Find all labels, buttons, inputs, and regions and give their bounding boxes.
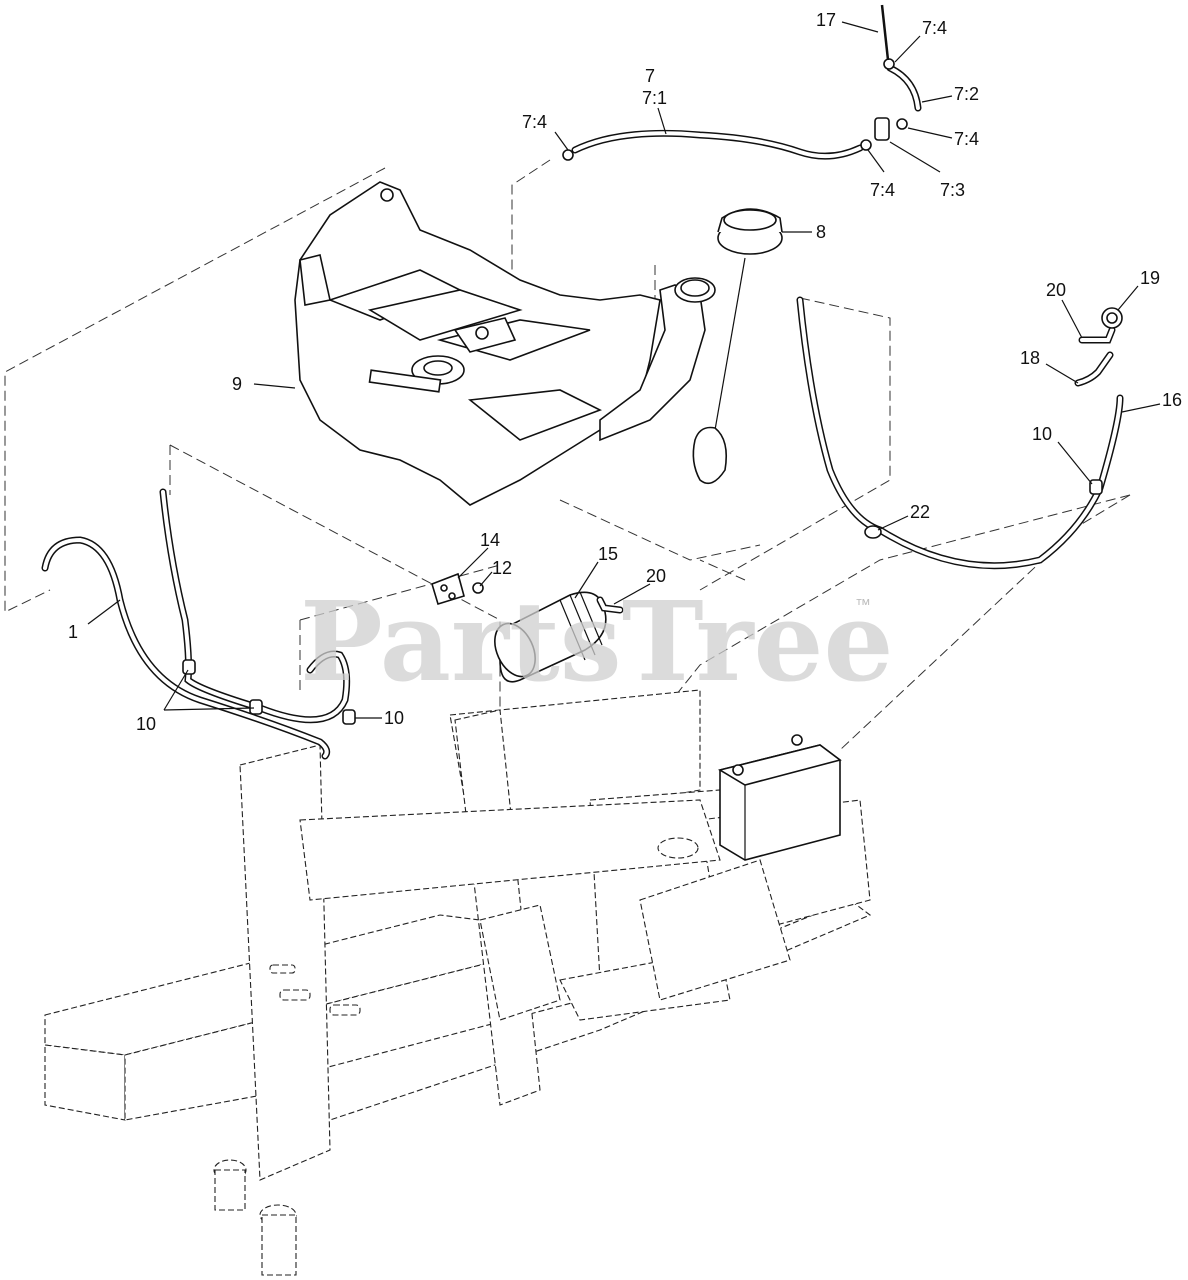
fuel-cap bbox=[692, 208, 783, 485]
callout-7-4-right: 7:4 bbox=[954, 129, 979, 149]
watermark: PartsTree ™ bbox=[300, 577, 894, 706]
watermark-trademark: ™ bbox=[855, 597, 871, 614]
callout-16: 16 bbox=[1162, 390, 1182, 410]
mower-frame bbox=[44, 689, 872, 1276]
watermark-text: PartsTree bbox=[300, 577, 894, 706]
battery-box bbox=[717, 734, 842, 861]
callout-17: 17 bbox=[816, 10, 836, 30]
callout-7-4-left: 7:4 bbox=[522, 112, 547, 132]
callout-8: 8 bbox=[816, 222, 826, 242]
callout-labels: 17 7:4 7:2 7 7:1 7:4 7:4 7:4 7:3 8 9 20 … bbox=[68, 10, 1182, 734]
callout-19: 19 bbox=[1140, 268, 1160, 288]
callout-7-2: 7:2 bbox=[954, 84, 979, 104]
callout-10-mid: 10 bbox=[384, 708, 404, 728]
left-fuel-hose bbox=[41, 488, 356, 760]
callout-1: 1 bbox=[68, 622, 78, 642]
vent-hose-assembly bbox=[562, 4, 922, 161]
callout-10-right: 10 bbox=[1032, 424, 1052, 444]
callout-20-top: 20 bbox=[1046, 280, 1066, 300]
assembly-guide-lines bbox=[4, 159, 1131, 751]
callout-20-mid: 20 bbox=[646, 566, 666, 586]
callout-15: 15 bbox=[598, 544, 618, 564]
callout-10-left: 10 bbox=[136, 714, 156, 734]
callout-9: 9 bbox=[232, 374, 242, 394]
callout-7: 7 bbox=[645, 66, 655, 86]
callout-7-1: 7:1 bbox=[642, 88, 667, 108]
callout-7-3: 7:3 bbox=[940, 180, 965, 200]
right-vent-hoses bbox=[796, 296, 1124, 570]
callout-22: 22 bbox=[910, 502, 930, 522]
charcoal-canister bbox=[431, 572, 624, 683]
callout-leaders bbox=[87, 21, 1161, 719]
callout-7-4-top: 7:4 bbox=[922, 18, 947, 38]
fuel-tank bbox=[294, 181, 716, 506]
callout-18: 18 bbox=[1020, 348, 1040, 368]
callout-7-4-bottom: 7:4 bbox=[870, 180, 895, 200]
callout-12: 12 bbox=[492, 558, 512, 578]
callout-14: 14 bbox=[480, 530, 500, 550]
